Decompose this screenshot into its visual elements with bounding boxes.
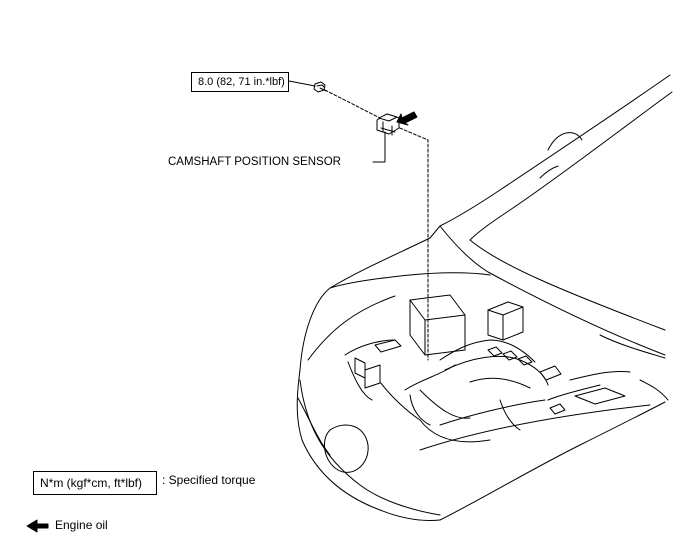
car-body-outline [296,237,666,521]
arrow-left-icon [26,519,49,533]
bolt-torque-callout: 8.0 (82, 71 in.*lbf) [191,72,289,92]
legend-torque-unit-box: N*m (kgf*cm, ft*lbf) [33,471,157,495]
bolt-path-dashed [324,89,381,119]
sensor-path-dashed [394,125,429,361]
hood-outline [429,74,673,356]
oil-arrow-icon [396,111,418,126]
camshaft-sensor-label: CAMSHAFT POSITION SENSOR [168,156,341,168]
torque-leader-line [288,80,316,87]
camshaft-sensor-icon [376,113,400,136]
legend-engine-oil-text: Engine oil [55,518,108,532]
engine-bay [344,294,669,443]
legend-torque-text: : Specified torque [162,473,256,487]
bolt-icon [313,81,327,93]
sensor-leader-line [372,131,386,163]
